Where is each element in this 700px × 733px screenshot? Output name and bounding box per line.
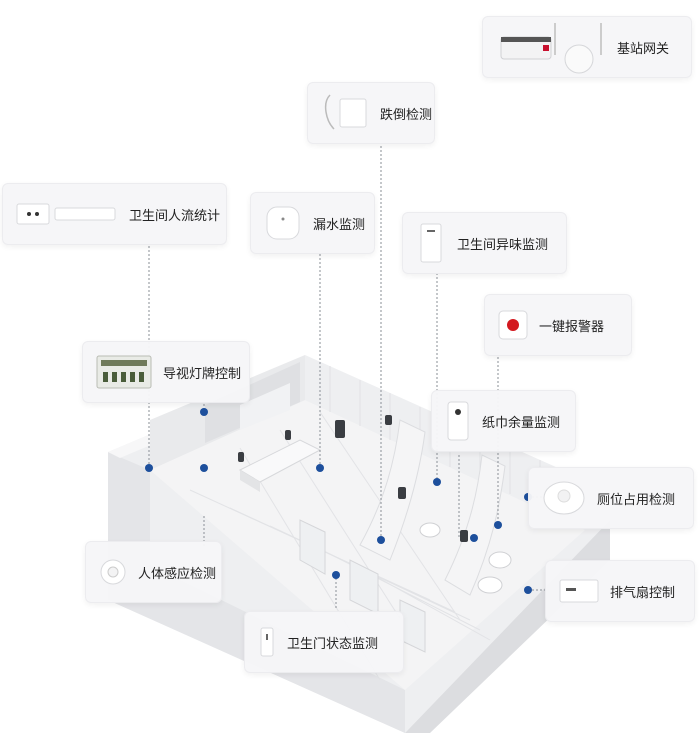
device-card-leak[interactable]: 漏水监测	[250, 192, 375, 254]
gateway-antenna-icon	[495, 19, 607, 75]
device-card-fan[interactable]: 排气扇控制	[545, 560, 695, 622]
device-label: 卫生门状态监测	[287, 633, 378, 652]
alarm-button-icon	[497, 309, 529, 341]
occupancy-sensor-icon	[541, 478, 587, 518]
fan-controller-icon	[558, 576, 600, 606]
device-card-alarm[interactable]: 一键报警器	[484, 294, 632, 356]
device-label: 卫生间异味监测	[457, 234, 548, 253]
device-card-fall[interactable]: 跌倒检测	[307, 82, 435, 144]
device-card-occupancy[interactable]: 厕位占用检测	[528, 467, 694, 529]
device-card-flow[interactable]: 卫生间人流统计	[2, 183, 227, 245]
people-counter-icon	[15, 199, 119, 229]
water-leak-sensor-icon	[263, 203, 303, 243]
device-card-tissue[interactable]: 纸巾余量监测	[431, 390, 576, 452]
device-label: 人体感应检测	[138, 563, 216, 582]
fall-sensor-icon	[320, 89, 370, 137]
device-label: 跌倒检测	[380, 104, 432, 123]
device-label: 漏水监测	[313, 214, 365, 233]
door-sensor-icon	[257, 624, 277, 660]
device-label: 纸巾余量监测	[482, 412, 560, 431]
device-label: 基站网关	[617, 38, 669, 57]
controller-board-icon	[95, 352, 153, 392]
motion-sensor-icon	[98, 557, 128, 587]
tissue-sensor-icon	[444, 398, 472, 444]
device-label: 一键报警器	[539, 316, 604, 335]
device-card-gateway[interactable]: 基站网关	[482, 16, 692, 78]
device-label: 卫生间人流统计	[129, 205, 220, 224]
device-card-human[interactable]: 人体感应检测	[85, 541, 222, 603]
device-card-guide[interactable]: 导视灯牌控制	[82, 341, 250, 403]
device-card-door[interactable]: 卫生门状态监测	[244, 611, 404, 673]
device-label: 排气扇控制	[610, 582, 675, 601]
device-label: 厕位占用检测	[597, 489, 675, 508]
device-card-odor[interactable]: 卫生间异味监测	[402, 212, 567, 274]
odor-sensor-icon	[415, 220, 447, 266]
device-label: 导视灯牌控制	[163, 363, 241, 382]
